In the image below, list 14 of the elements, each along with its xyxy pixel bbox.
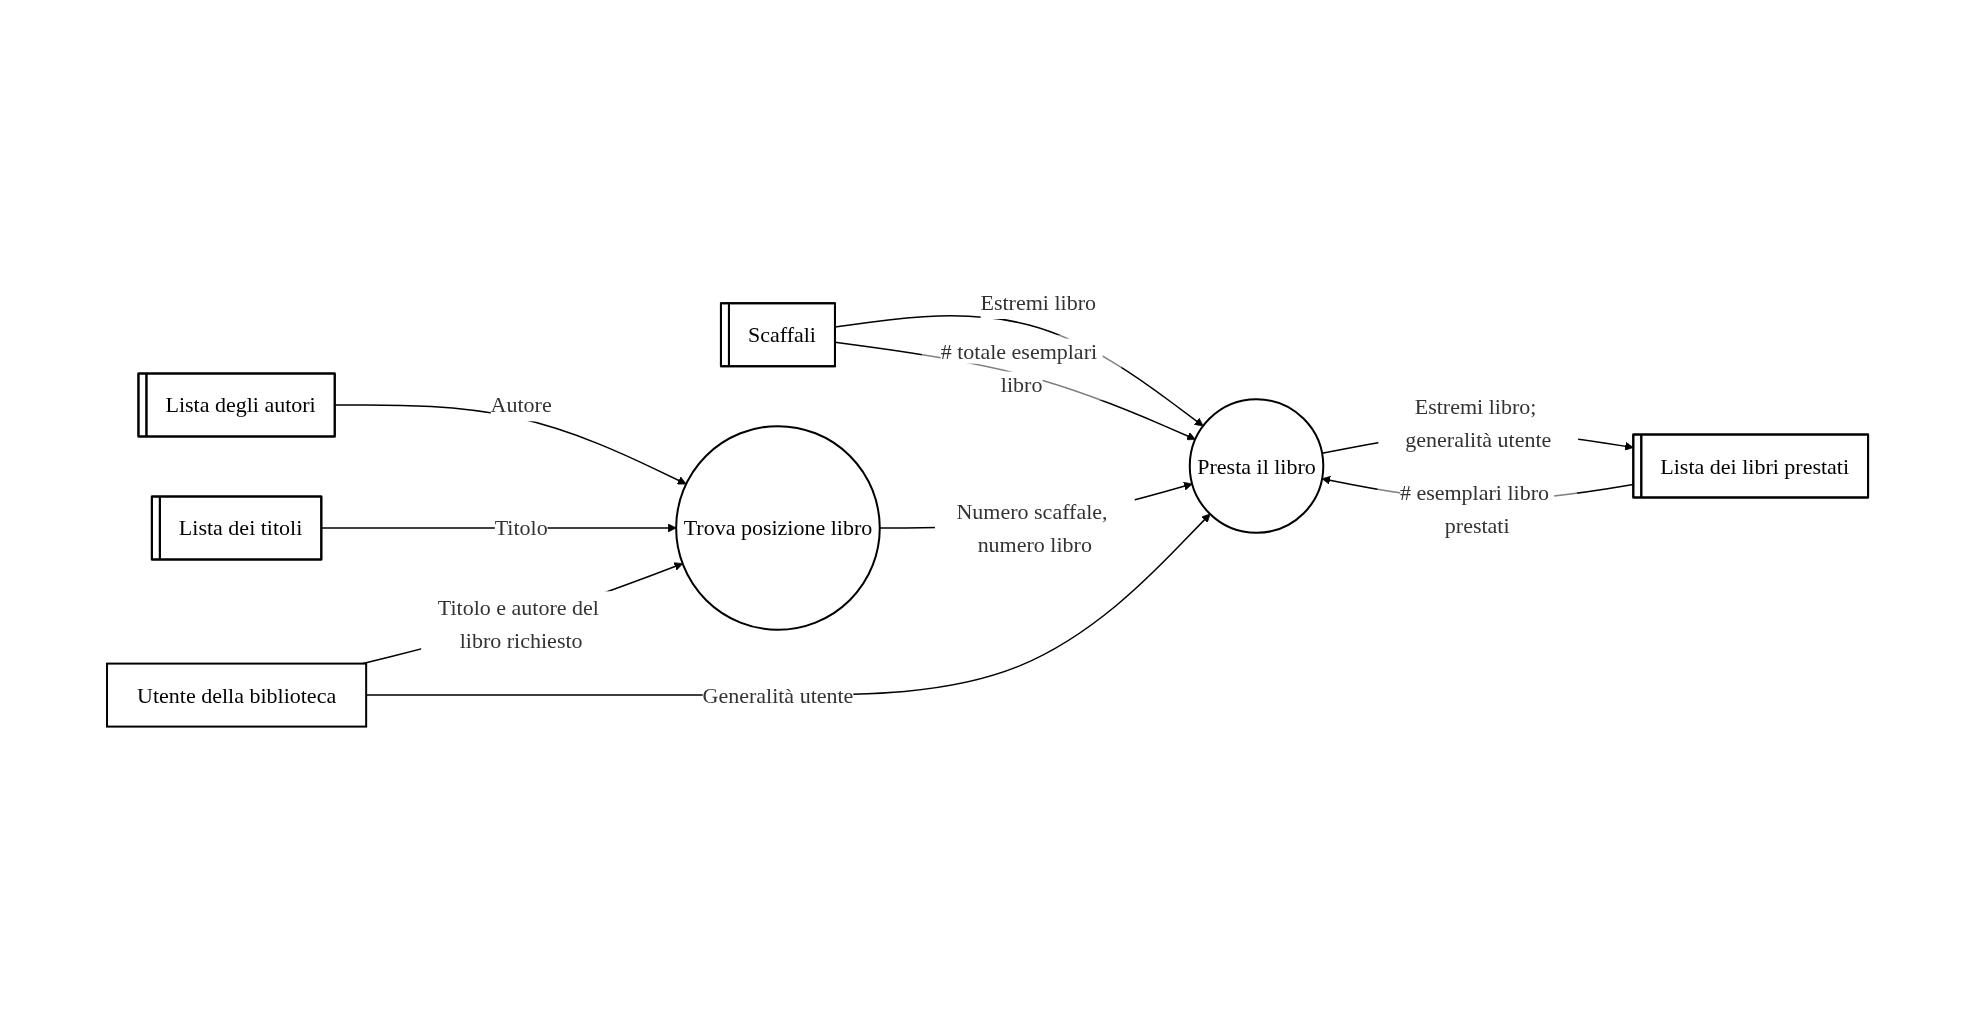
edge-label: Estremi libro; generalità utente	[1405, 393, 1552, 452]
edge-label: Autore	[490, 392, 552, 418]
arrow	[834, 314, 1204, 427]
edge-label: Titolo e autore del libro richiesto	[437, 594, 599, 653]
edge-label: # totale esemplari libro	[940, 338, 1098, 397]
arrow	[333, 403, 687, 485]
edge-label: # esemplari libro prestati	[1399, 479, 1549, 538]
edge-label: Generalità utente	[702, 682, 854, 708]
edge-label: Titolo	[494, 515, 548, 541]
edge-label: Numero scaffale, numero libro	[956, 498, 1108, 557]
edge-label: Estremi libro	[980, 289, 1096, 315]
node-box: Utente della biblioteca	[105, 662, 368, 728]
node-circle: Trova posizione libro	[675, 424, 881, 631]
node-circle: Presta il libro	[1188, 397, 1325, 534]
